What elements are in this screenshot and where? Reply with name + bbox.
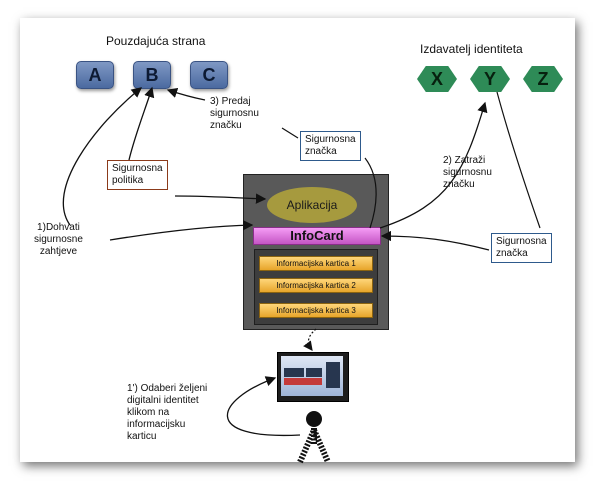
step1b-label: 1') Odaberi željeni digitalni identitet … — [127, 383, 208, 442]
application-ellipse: Aplikacija — [267, 187, 357, 223]
step2-label: 2) Zatraži sigurnosnu značku — [443, 155, 492, 190]
screen-thumbnail-1 — [284, 368, 304, 377]
line-y-to-token — [496, 91, 541, 229]
identity-provider-title: Izdavatelj identiteta — [420, 42, 523, 56]
arrow-infocard-to-y — [379, 101, 488, 229]
relying-party-b: B — [133, 61, 171, 89]
identity-provider-x: X — [417, 66, 457, 92]
line-token-to-step3 — [281, 127, 299, 139]
arrow-user-to-monitor — [226, 376, 301, 437]
security-policy-label: Sigurnosna politika — [107, 160, 168, 190]
screen-banner — [284, 378, 322, 385]
step3-label: 3) Predaj sigurnosnu značku — [210, 96, 259, 131]
info-card-2: Informacijska kartica 2 — [259, 278, 373, 293]
identity-provider-y: Y — [470, 66, 510, 92]
relying-party-a: A — [76, 61, 114, 89]
arrow-token-to-infocard — [380, 230, 490, 251]
arrow-policy-to-b — [128, 86, 155, 161]
arrow-step1-to-infocard — [109, 220, 254, 241]
arrow-machine-to-monitor — [303, 328, 317, 351]
step1-label: 1)Dohvati sigurnosne zahtjeve — [34, 222, 83, 257]
relying-party-title: Pouzdajuća strana — [106, 34, 206, 48]
relying-party-c: C — [190, 61, 228, 89]
info-card-1: Informacijska kartica 1 — [259, 256, 373, 271]
info-card-3: Informacijska kartica 3 — [259, 303, 373, 318]
arrow-policy-to-app — [174, 193, 267, 204]
arrow-step3-to-b — [166, 87, 206, 101]
line-token-to-infocard — [364, 157, 377, 229]
screen-sidebar — [326, 362, 340, 388]
identity-provider-z: Z — [523, 66, 563, 92]
token-label-right: Sigurnosna značka — [491, 233, 552, 263]
screen-thumbnail-2 — [306, 368, 322, 377]
arrow-to-b-from-step1 — [62, 87, 143, 226]
infocard-bar: InfoCard — [253, 227, 381, 245]
token-label-middle: Sigurnosna značka — [300, 131, 361, 161]
user-icon — [297, 411, 331, 464]
